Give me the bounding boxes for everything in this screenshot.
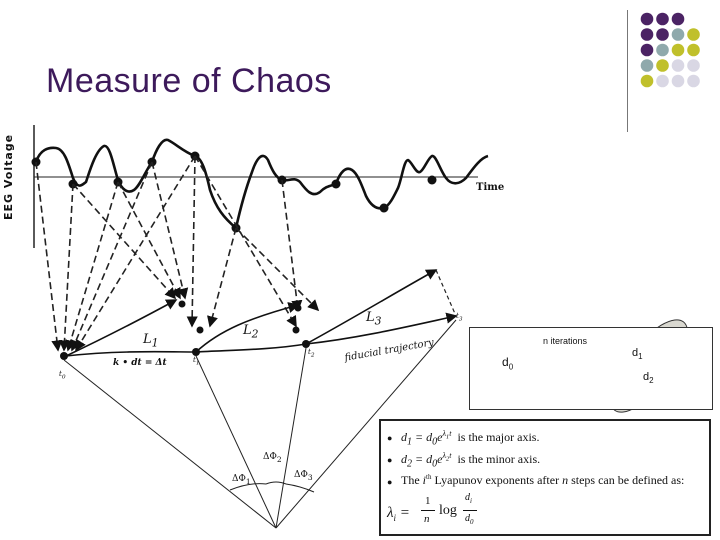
minor-axis-line: d2 = d0eλ2t is the minor axis.: [401, 451, 541, 470]
label-dphi1: ΔΦ1: [232, 474, 251, 486]
formula-log: log: [439, 503, 457, 518]
phi-fan: [63, 319, 457, 529]
decorative-divider: [627, 10, 628, 132]
label-k-dt: k • dt = Δt: [113, 358, 167, 368]
decorative-dot: [671, 59, 685, 72]
decorative-dot: [656, 43, 669, 57]
ellipse-diagram: [469, 327, 713, 410]
decorative-dot: [656, 59, 669, 72]
label-L3: L3: [366, 310, 382, 328]
major-axis-line: d1 = d0eλ1t is the major axis.: [401, 429, 540, 448]
d0-label: d0: [502, 355, 514, 372]
formula-bar: [421, 510, 435, 511]
label-L1: L1: [143, 332, 159, 350]
formula-d0: d0: [465, 513, 474, 526]
formula-one: 1: [425, 495, 431, 507]
bullet-icon: ●: [387, 433, 393, 443]
slide-title: Measure of Chaos: [46, 62, 332, 100]
label-t2: t2: [308, 348, 315, 359]
decorative-dot: [656, 12, 669, 26]
label-dphi3: ΔΦ3: [294, 470, 313, 482]
decorative-dot-grid: [640, 12, 700, 88]
decorative-dot: [687, 74, 700, 88]
lyapunov-definition-line: The ith Lyapunov exponents after n steps…: [401, 473, 685, 487]
label-L2: L2: [243, 323, 259, 341]
decorative-dot: [640, 59, 654, 72]
decorative-dot: [671, 28, 685, 41]
decorative-dot: [640, 28, 654, 41]
decorative-dot: [671, 43, 685, 57]
label-t1: t1: [193, 356, 200, 367]
decorative-dot: [640, 74, 654, 88]
decorative-dot: [671, 74, 685, 88]
formula-n: n: [424, 513, 430, 525]
decorative-dot: [640, 43, 654, 57]
definitions-box: ● d1 = d0eλ1t is the major axis. ● d2 = …: [379, 419, 711, 536]
fiducial-points: [60, 300, 310, 360]
decorative-dot: [640, 12, 654, 26]
bullet-icon: ●: [387, 477, 393, 487]
label-t0: t0: [59, 370, 66, 381]
formula-lambda: λi =: [387, 505, 410, 523]
iterations-label: n iterations: [543, 336, 588, 346]
trajectories: [65, 269, 458, 357]
eeg-y-axis-label: EEG Voltage: [2, 133, 15, 220]
eeg-x-axis-label: Time: [476, 182, 505, 193]
label-dphi2: ΔΦ2: [263, 452, 282, 464]
embedding-arrows: [35, 155, 320, 352]
decorative-dot: [687, 43, 700, 57]
decorative-dot: [656, 28, 669, 41]
decorative-dot: [656, 74, 669, 88]
eeg-waveform: [34, 138, 489, 230]
phi-arcs: [229, 481, 315, 493]
d1-label: d1: [632, 347, 643, 362]
bullet-icon: ●: [387, 455, 393, 465]
decorative-dot: [671, 12, 685, 26]
formula-di: di: [465, 492, 472, 505]
formula-bar: [463, 510, 477, 511]
end-connector: [435, 269, 457, 317]
decorative-dot: [687, 59, 700, 72]
d2-label: d2: [643, 371, 654, 386]
label-t3: t3: [456, 312, 463, 323]
decorative-dot: [687, 28, 700, 41]
